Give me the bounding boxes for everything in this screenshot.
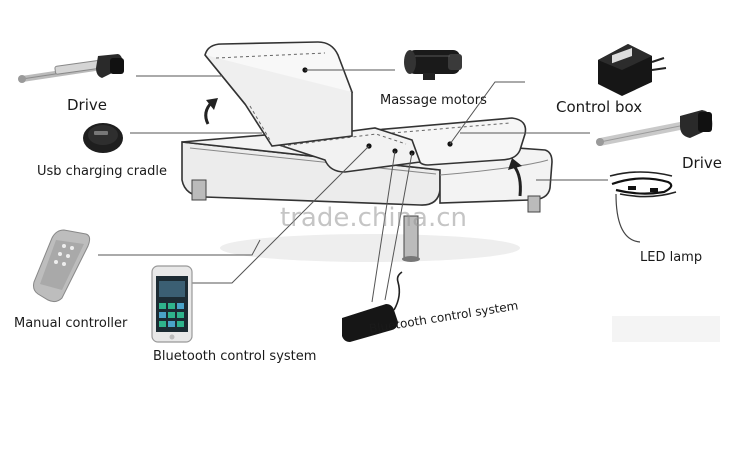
mattress-back-section: [205, 42, 352, 146]
label-led-lamp: LED lamp: [640, 250, 702, 265]
remote-icon: [34, 230, 90, 302]
label-manual-controller: Manual controller: [14, 316, 127, 331]
watermark-text: trade.china.cn: [280, 203, 467, 233]
faint-panel: [612, 316, 720, 342]
usb-cradle-icon: [83, 123, 123, 153]
floor-shadow: [220, 234, 520, 262]
control-box-icon: [598, 44, 666, 96]
linear-actuator-icon: [18, 54, 124, 83]
label-bluetooth-control-phone: Bluetooth control system: [153, 349, 316, 364]
led-strip-icon: [610, 172, 676, 242]
label-control-box: Control box: [556, 98, 642, 116]
label-drive-left: Drive: [67, 96, 107, 114]
massage-motor-icon: [404, 50, 462, 80]
label-drive-right: Drive: [682, 154, 722, 172]
motion-arrow-head: [206, 98, 218, 124]
label-massage-motors: Massage motors: [380, 93, 487, 108]
smartphone-icon: [152, 266, 192, 342]
label-usb-charging-cradle: Usb charging cradle: [37, 164, 167, 179]
